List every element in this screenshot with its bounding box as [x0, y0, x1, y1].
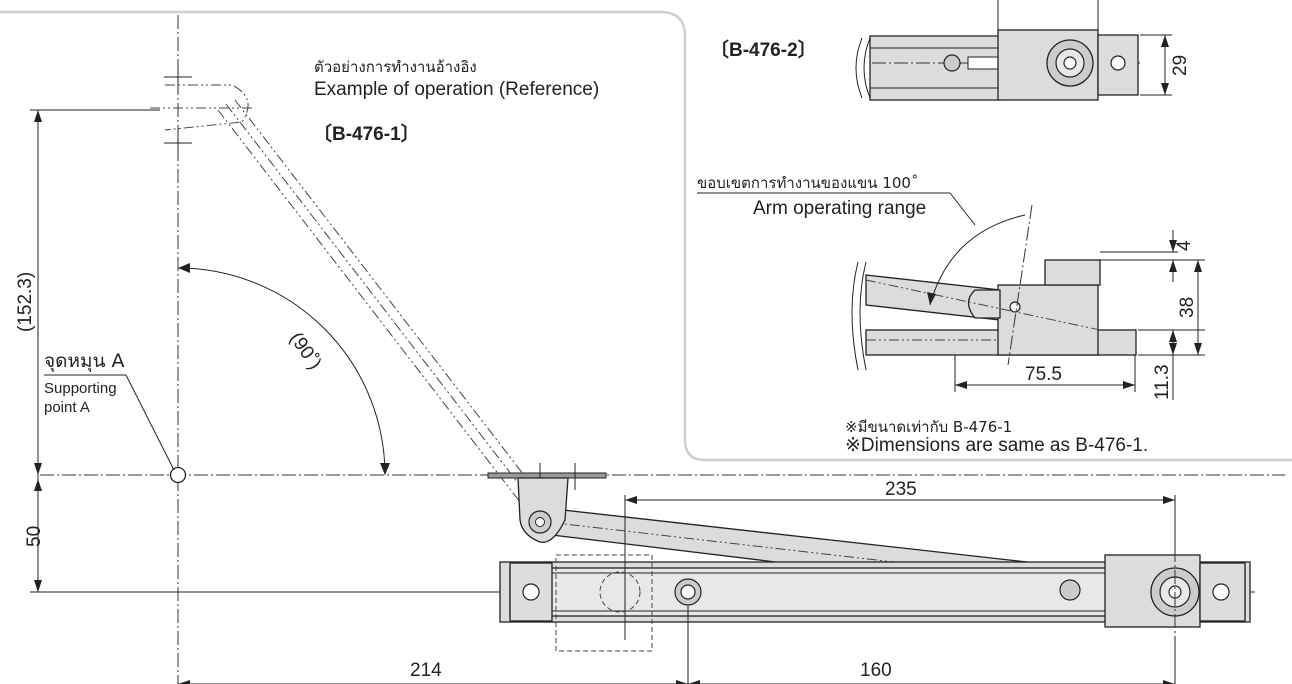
dim-152-3-label: (152.3): [15, 272, 36, 332]
supporting-point-en-1: Supporting: [44, 380, 117, 397]
panel-title-thai: ตัวอย่างการทำงานอ้างอิง: [314, 58, 477, 76]
range-label-en: Arm operating range: [753, 198, 926, 219]
range-dim-75-5-label: 75.5: [1025, 364, 1062, 385]
left-end-hole: [522, 583, 540, 601]
phantom-slider: [555, 554, 653, 652]
range-dim-38-label: 38: [1177, 297, 1198, 318]
note-en: ※Dimensions are same as B-476-1.: [845, 435, 1148, 456]
angle-90-label: (90˚): [285, 329, 325, 374]
panel-title-en: Example of operation (Reference): [314, 79, 599, 100]
supporting-point-a-circle: [169, 466, 187, 484]
range-arc: [929, 214, 1026, 306]
model-b476-2-label: 〔B-476-2〕: [710, 38, 817, 61]
range-dim-4-label: 4: [1174, 240, 1195, 251]
model-b476-1-label: 〔B-476-1〕: [313, 122, 420, 145]
range-label-thai: ขอบเขตการทำงานของแขน 100˚: [697, 174, 918, 192]
b2-pin: [943, 54, 961, 72]
phantom-arm-open: [150, 62, 558, 529]
right-end-hole: [1212, 583, 1230, 601]
arm-end-pin: [1059, 579, 1081, 601]
bracket-pivot-inner: [535, 517, 545, 527]
dim-50-label: 50: [24, 526, 45, 547]
supporting-point-thai: จุดหมุน A: [44, 350, 125, 373]
dim-214-label: 214: [410, 660, 442, 681]
reference-panel-border: [0, 10, 1292, 462]
range-dim-11-3-label: 11.3: [1152, 364, 1173, 400]
rail-hole-mid-inner: [680, 584, 696, 600]
dim-160-label: 160: [860, 660, 892, 681]
b2-dim-29-label: 29: [1170, 55, 1191, 76]
supporting-point-en-2: point A: [44, 399, 90, 416]
range-top-cap: [1044, 259, 1101, 286]
range-block: [997, 284, 1099, 356]
dim-235-label: 235: [885, 479, 917, 500]
note-thai: ※มีขนาดเท่ากับ B-476-1: [845, 418, 1012, 436]
angle-arc-90: [177, 267, 386, 476]
top-mounting-plate: [487, 472, 607, 479]
